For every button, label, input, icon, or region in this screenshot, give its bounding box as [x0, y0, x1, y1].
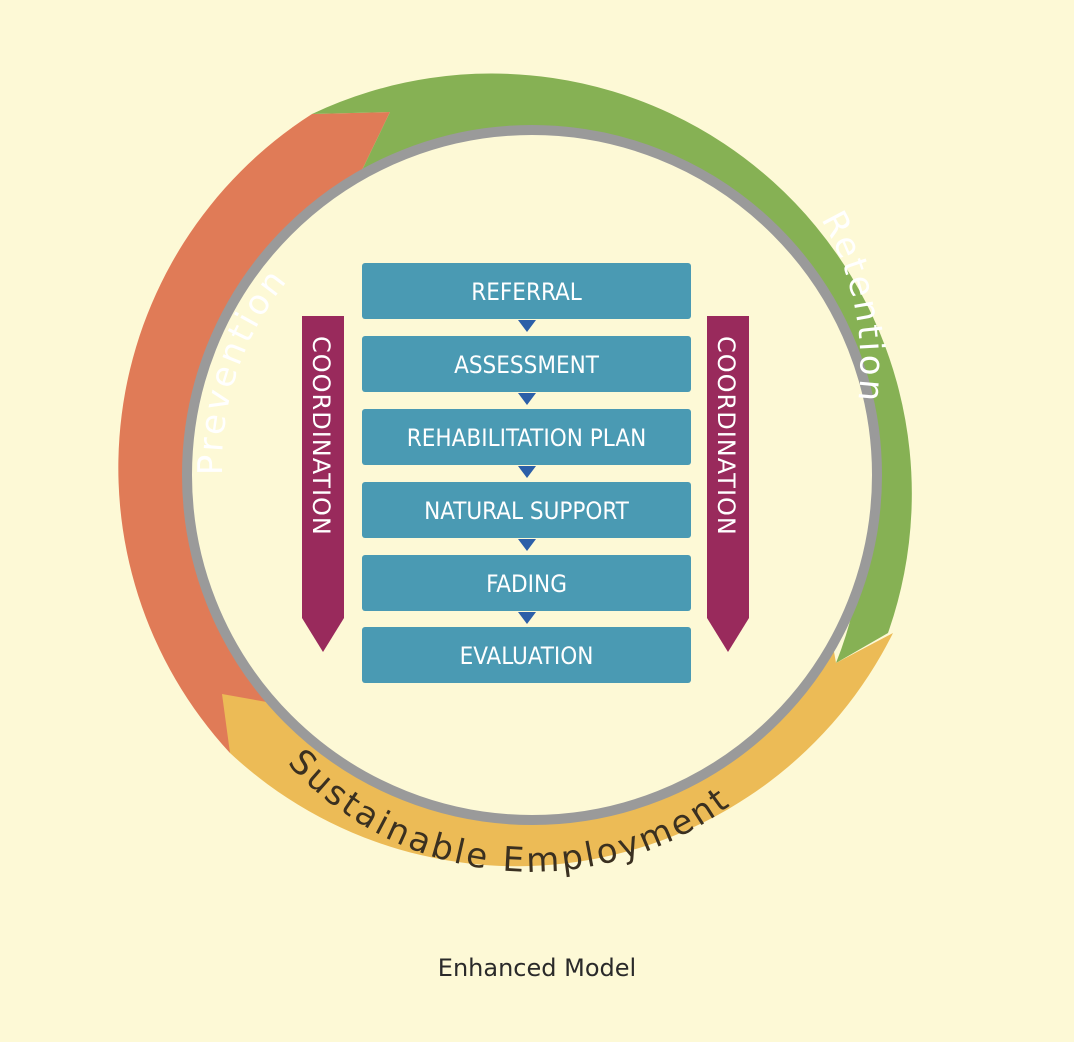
sustainable-employment-arrow [222, 612, 893, 867]
step-evaluation: EVALUATION [362, 627, 691, 683]
step-referral-label: REFERRAL [471, 278, 582, 306]
coordination-banner-right: COORDINATION [707, 316, 749, 652]
process-steps: REFERRAL ASSESSMENT REHABILITATION PLAN … [362, 263, 691, 683]
step-connector-3 [518, 466, 536, 478]
step-natural-support-label: NATURAL SUPPORT [424, 497, 630, 525]
coordination-banner-left: COORDINATION [302, 316, 344, 652]
step-assessment: ASSESSMENT [362, 336, 691, 392]
step-referral: REFERRAL [362, 263, 691, 319]
step-evaluation-label: EVALUATION [460, 642, 594, 670]
inner-ring [182, 125, 882, 825]
step-connector-1 [518, 320, 536, 332]
diagram-caption: Enhanced Model [437, 954, 637, 982]
prevention-arrow [118, 112, 391, 753]
step-rehabilitation-plan: REHABILITATION PLAN [362, 409, 691, 465]
step-fading-label: FADING [486, 570, 567, 598]
coordination-left-label: COORDINATION [307, 336, 335, 536]
step-natural-support: NATURAL SUPPORT [362, 482, 691, 538]
step-rehabilitation-plan-label: REHABILITATION PLAN [407, 424, 646, 452]
step-connector-4 [518, 539, 536, 551]
step-fading: FADING [362, 555, 691, 611]
coordination-right-label: COORDINATION [712, 336, 740, 536]
step-connector-5 [518, 612, 536, 624]
step-connector-2 [518, 393, 536, 405]
step-assessment-label: ASSESSMENT [454, 351, 600, 379]
